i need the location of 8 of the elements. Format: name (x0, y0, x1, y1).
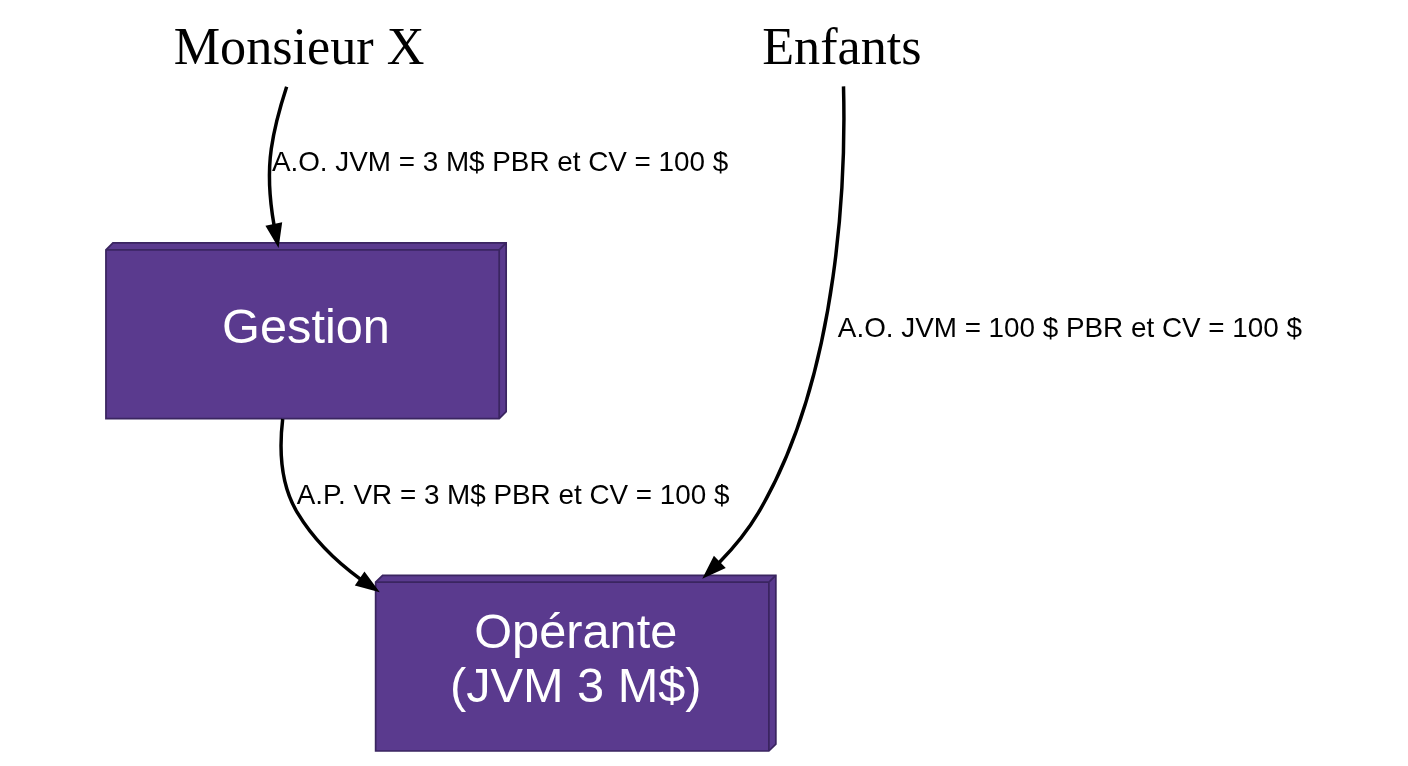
node-text: Monsieur X (173, 16, 424, 75)
arrow (264, 86, 288, 248)
edge-label: A.O. JVM = 3 M$ PBR et CV = 100 $ (271, 146, 728, 178)
node-text: Enfants (761, 16, 922, 75)
arrow (701, 86, 846, 579)
edge-label: A.P. VR = 3 M$ PBR et CV = 100 $ (296, 478, 729, 510)
edge-label: A.O. JVM = 100 $ PBR et CV = 100 $ (837, 312, 1302, 344)
arrow (278, 418, 380, 593)
